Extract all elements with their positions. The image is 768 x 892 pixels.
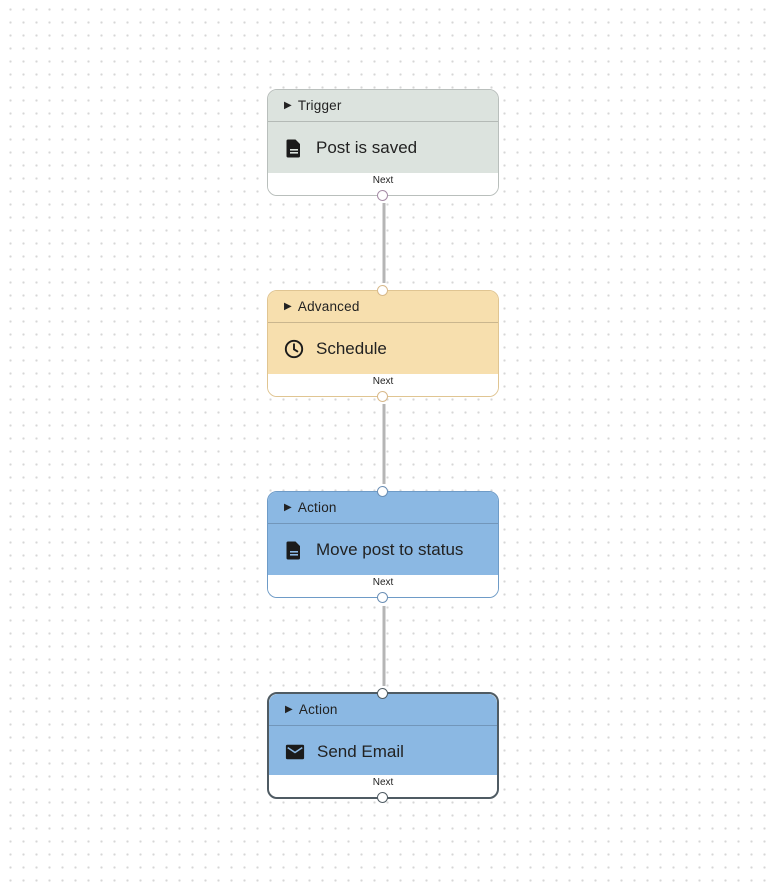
envelope-icon [285, 742, 305, 762]
node-footer-next: Next [269, 775, 497, 797]
node-title: Schedule [316, 338, 387, 358]
output-handle[interactable] [377, 792, 388, 803]
input-handle[interactable] [377, 688, 388, 699]
node-category-label: Action [297, 500, 337, 515]
expand-caret-icon[interactable]: ▶ [284, 99, 292, 111]
node-schedule[interactable]: ▶ Advanced Schedule Next [267, 285, 499, 402]
clock-icon [284, 339, 304, 359]
input-handle[interactable] [377, 285, 388, 296]
expand-caret-icon[interactable]: ▶ [285, 703, 293, 715]
document-icon [284, 138, 304, 158]
node-header[interactable]: ▶ Trigger [268, 90, 498, 122]
output-handle[interactable] [377, 190, 388, 201]
document-icon [284, 540, 304, 560]
node-body[interactable]: Move post to status [268, 524, 498, 575]
expand-caret-icon[interactable]: ▶ [284, 501, 292, 513]
output-handle[interactable] [377, 592, 388, 603]
output-handle[interactable] [377, 391, 388, 402]
node-footer-next: Next [268, 575, 498, 597]
node-footer-next: Next [268, 173, 498, 195]
input-handle[interactable] [377, 486, 388, 497]
node-header[interactable]: ▶ Action [268, 492, 498, 524]
node-post-is-saved[interactable]: ▶ Trigger Post is saved Next [267, 89, 499, 201]
node-category-label: Action [298, 702, 338, 717]
node-body[interactable]: Send Email [269, 726, 497, 777]
node-header[interactable]: ▶ Advanced [268, 291, 498, 323]
node-header[interactable]: ▶ Action [269, 694, 497, 726]
node-body[interactable]: Post is saved [268, 122, 498, 173]
node-footer-next: Next [268, 374, 498, 396]
node-category-label: Trigger [297, 98, 342, 113]
node-title: Post is saved [316, 137, 418, 157]
node-category-label: Advanced [297, 299, 360, 314]
node-move-post-to-status[interactable]: ▶ Action Move post to status Next [267, 486, 499, 603]
expand-caret-icon[interactable]: ▶ [284, 300, 292, 312]
node-send-email[interactable]: ▶ Action Send Email Next [267, 688, 499, 803]
node-title: Send Email [317, 741, 404, 761]
node-body[interactable]: Schedule [268, 323, 498, 374]
node-title: Move post to status [316, 539, 464, 559]
